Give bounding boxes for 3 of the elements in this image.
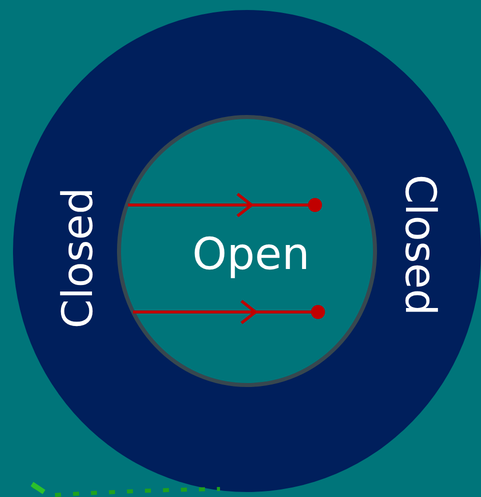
region-label: Closed (399, 174, 441, 316)
region-label: Closed (57, 187, 99, 329)
region-label: Open (192, 233, 310, 277)
